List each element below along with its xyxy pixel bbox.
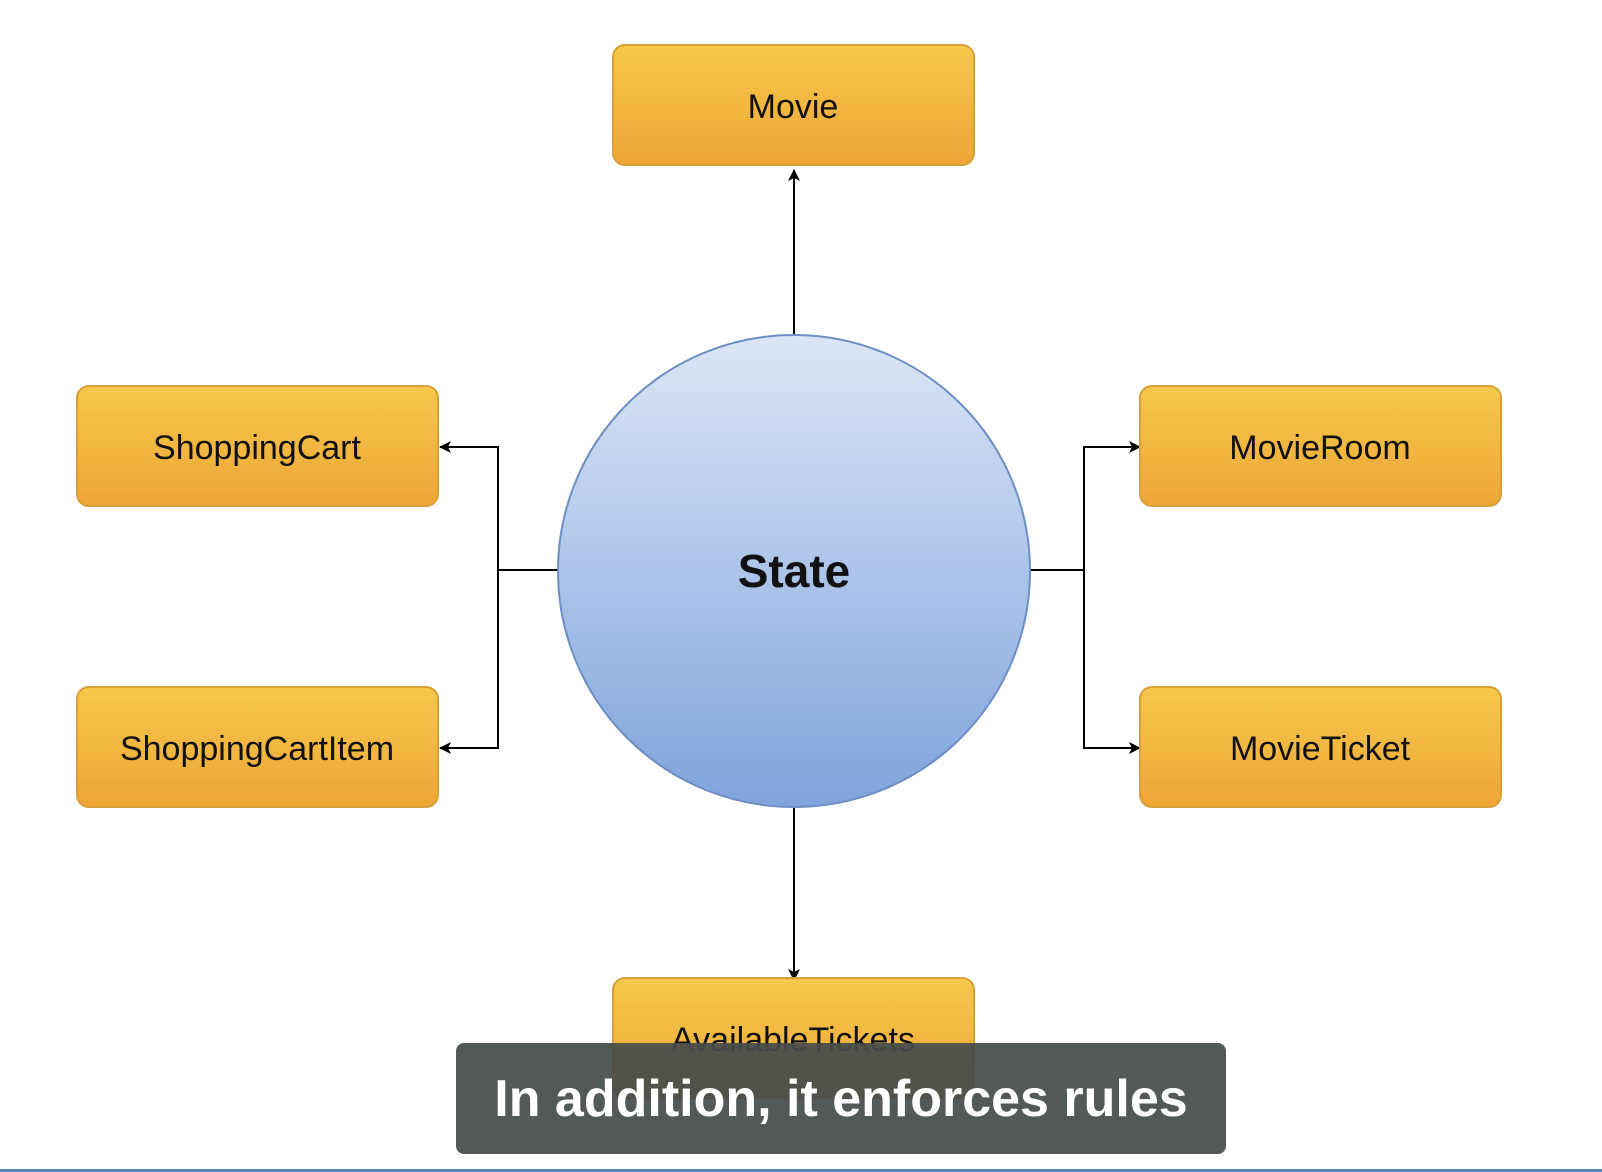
node-shopping-cart-item-label: ShoppingCartItem [120, 730, 394, 768]
node-movie-box [612, 44, 975, 166]
node-shopping-cart-item: ShoppingCartItem [76, 686, 439, 808]
state-node: State [557, 334, 1031, 808]
subtitle-caption-text: In addition, it enforces rules [494, 1069, 1188, 1128]
subtitle-caption: In addition, it enforces rules [456, 1043, 1226, 1154]
node-shopping-cart-item-box [76, 686, 439, 808]
connector-state-to-movie-room [1083, 441, 1141, 570]
node-movie: Movie [612, 44, 975, 166]
node-movie-ticket-box [1139, 686, 1502, 808]
connectors [439, 169, 1141, 981]
state-circle [557, 334, 1031, 808]
state-label: State [738, 545, 850, 597]
node-shopping-cart: ShoppingCart [76, 385, 439, 507]
node-movie-ticket-label: MovieTicket [1230, 730, 1411, 768]
node-shopping-cart-box [76, 385, 439, 507]
connector-state-to-shopping-cart-item [439, 570, 499, 754]
node-movie-room-label: MovieRoom [1229, 429, 1410, 467]
node-movie-label: Movie [748, 88, 839, 126]
node-movie-room-box [1139, 385, 1502, 507]
connector-state-to-shopping-cart [439, 441, 499, 570]
bottom-divider [0, 1169, 1602, 1172]
connector-state-to-movie-ticket [1083, 570, 1141, 754]
node-movie-room: MovieRoom [1139, 385, 1502, 507]
node-movie-ticket: MovieTicket [1139, 686, 1502, 808]
node-shopping-cart-label: ShoppingCart [153, 429, 361, 467]
